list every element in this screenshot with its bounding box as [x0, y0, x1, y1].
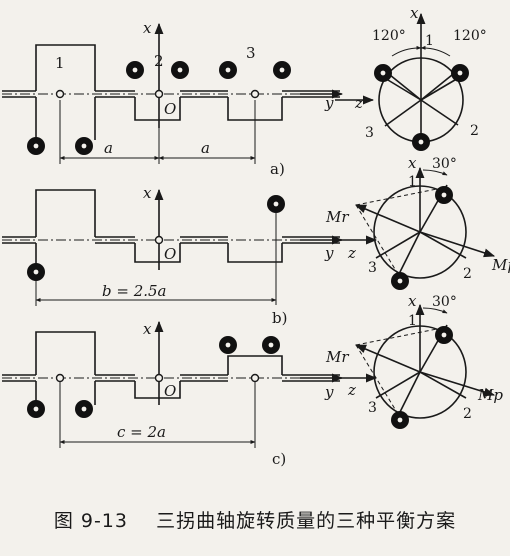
circle-a-angle-left: 120° [372, 28, 406, 44]
circle-b-x: x [408, 154, 417, 172]
origin-b: O [164, 245, 176, 263]
mass-c4 [262, 336, 280, 354]
mass-a3 [126, 61, 144, 79]
caption-number: 图 9-13 [53, 510, 128, 532]
circle-a-angle-right: 120° [453, 28, 487, 44]
mass-a6 [273, 61, 291, 79]
scheme-a-circle [335, 12, 464, 143]
dim-b: b = 2.5a [102, 282, 167, 300]
circle-c-num-3: 3 [368, 400, 377, 416]
mass-a2 [75, 137, 93, 155]
scheme-c-circle [335, 303, 496, 419]
mass-ac1 [374, 64, 392, 82]
mass-a1 [27, 137, 45, 155]
circle-b-num-1: 1 [408, 174, 417, 190]
scheme-b-circle [335, 166, 496, 279]
mass-ac2 [451, 64, 469, 82]
circle-b-mr: Mr [325, 208, 349, 226]
dim-a1: a [104, 139, 113, 157]
circle-b-mp: Mp [491, 256, 510, 274]
circle-a-x: x [410, 4, 419, 22]
axis-y-c: y [324, 383, 334, 401]
origin-c: O [164, 382, 176, 400]
circle-a-num-3: 3 [365, 125, 374, 141]
mass-ac3 [412, 133, 430, 151]
axis-x-c: x [143, 320, 152, 338]
crank-number-a2: 2 [154, 52, 164, 70]
mass-bc2 [391, 272, 409, 290]
crank-number-a1: 1 [55, 54, 65, 72]
origin-a: O [164, 100, 176, 118]
dim-a2: a [201, 139, 210, 157]
circle-c-x: x [408, 292, 417, 310]
circle-b-num-3: 3 [368, 260, 377, 276]
mass-a5 [219, 61, 237, 79]
circle-c-mp: Mp [477, 386, 503, 404]
circle-b-angle: 30° [432, 156, 457, 172]
mass-b1 [27, 263, 45, 281]
circle-a-num-2: 2 [470, 123, 479, 139]
circle-a-num-1: 1 [425, 33, 434, 49]
scheme-label-a: a) [270, 160, 285, 178]
axis-z-b: z [347, 244, 356, 262]
masses [27, 61, 469, 429]
scheme-label-c: c) [272, 450, 286, 468]
circle-b-num-2: 2 [463, 266, 472, 282]
mass-c2 [75, 400, 93, 418]
circle-c-angle: 30° [432, 294, 457, 310]
mass-b2 [267, 195, 285, 213]
axis-x-b: x [143, 184, 152, 202]
mass-cc1 [435, 326, 453, 344]
mass-cc2 [391, 411, 409, 429]
circle-c-num-2: 2 [463, 406, 472, 422]
circle-c-num-1: 1 [408, 313, 417, 329]
mass-bc1 [435, 186, 453, 204]
circle-c-mr: Mr [325, 348, 349, 366]
scheme-a-shaft [2, 22, 344, 164]
mass-c3 [219, 336, 237, 354]
axis-x-a: x [143, 19, 152, 37]
axis-y-a: y [324, 94, 334, 112]
figure-caption: 图 9-13 三拐曲轴旋转质量的三种平衡方案 [0, 506, 510, 533]
caption-text: 三拐曲轴旋转质量的三种平衡方案 [156, 510, 457, 532]
axis-z-c: z [347, 381, 356, 399]
mass-c1 [27, 400, 45, 418]
axis-y-b: y [324, 244, 334, 262]
dim-c: c = 2a [117, 423, 166, 441]
circle-a-z: z [354, 94, 363, 112]
mass-a4 [171, 61, 189, 79]
crank-number-a3: 3 [246, 44, 256, 62]
scheme-label-b: b) [272, 309, 287, 327]
journal-dots [55, 89, 260, 383]
